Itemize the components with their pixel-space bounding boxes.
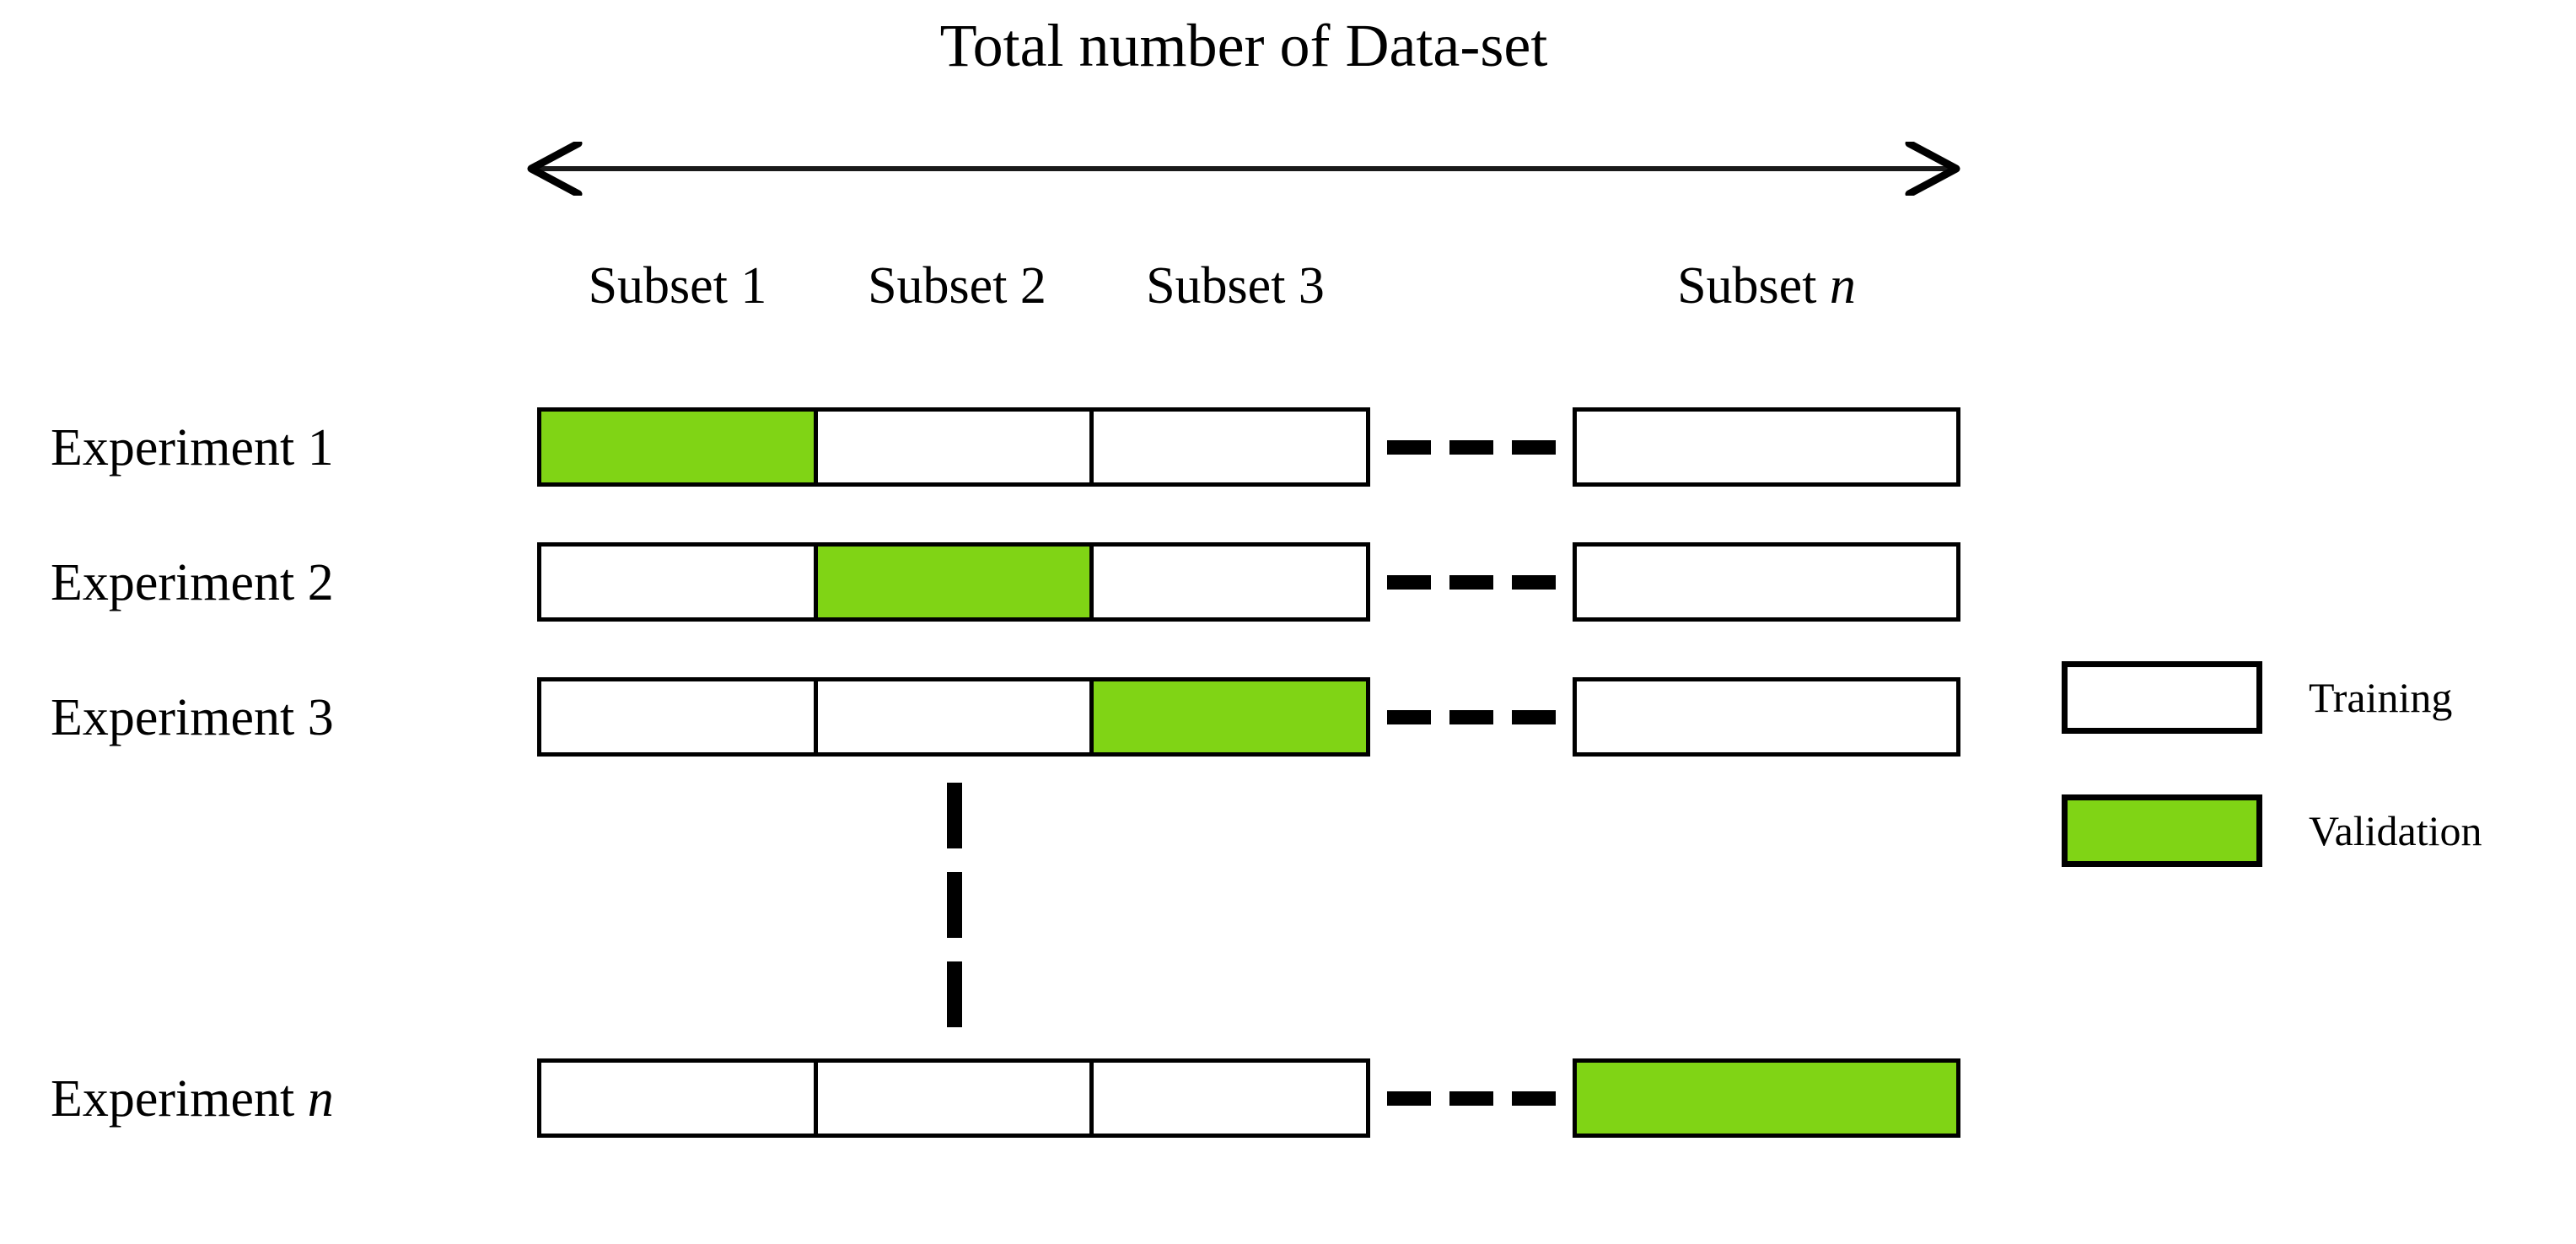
fold-cell-expn-subset3 bbox=[1094, 1063, 1367, 1134]
fold-cell-exp1-subset1 bbox=[541, 412, 818, 482]
dash-icon bbox=[1387, 439, 1431, 455]
column-header-subset-2-label: Subset 2 bbox=[868, 257, 1046, 315]
horizontal-ellipsis-dashes-row-2 bbox=[1387, 542, 1556, 622]
fold-cell-exp3-subset1 bbox=[541, 681, 818, 752]
fold-cell-exp2-subset1 bbox=[541, 547, 818, 617]
fold-cell-exp1-subsetn bbox=[1573, 407, 1960, 487]
column-header-subset-3: Subset 3 bbox=[1096, 260, 1374, 312]
dash-icon bbox=[947, 961, 962, 1027]
fold-cell-expn-subset2 bbox=[817, 1063, 1094, 1134]
horizontal-ellipsis-dashes-row-1 bbox=[1387, 407, 1556, 487]
column-header-subset-n-suffix: n bbox=[1829, 257, 1856, 315]
dash-icon bbox=[1512, 574, 1556, 590]
fold-cell-exp1-subset3 bbox=[1094, 412, 1367, 482]
dash-icon bbox=[1387, 1091, 1431, 1106]
dash-icon bbox=[947, 783, 962, 848]
fold-cell-exp3-subsetn bbox=[1573, 677, 1960, 757]
fold-strip-experiment-2 bbox=[537, 542, 1370, 622]
fold-cell-exp2-subset2 bbox=[817, 547, 1094, 617]
horizontal-ellipsis-dashes-row-3 bbox=[1387, 677, 1556, 757]
dash-icon bbox=[1449, 439, 1493, 455]
row-label-experiment-n: Experiment n bbox=[51, 1073, 506, 1125]
dash-icon bbox=[1449, 709, 1493, 724]
column-header-subset-2: Subset 2 bbox=[818, 260, 1096, 312]
horizontal-ellipsis-dashes-row-n bbox=[1387, 1058, 1556, 1138]
page-title: Total number of Data-set bbox=[939, 12, 1548, 79]
row-label-experiment-2-text: Experiment 2 bbox=[51, 554, 334, 611]
column-header-subset-1: Subset 1 bbox=[537, 260, 818, 312]
dash-icon bbox=[1512, 1091, 1556, 1106]
legend-swatch-validation bbox=[2062, 794, 2262, 867]
column-header-subset-n-label: Subset bbox=[1677, 257, 1830, 315]
vertical-ellipsis-dashes bbox=[946, 783, 963, 1027]
row-label-experiment-1-text: Experiment 1 bbox=[51, 419, 334, 477]
column-header-subset-n: Subset n bbox=[1573, 260, 1960, 312]
fold-strip-experiment-3 bbox=[537, 677, 1370, 757]
total-dataset-span-arrow bbox=[523, 139, 1965, 198]
column-header-subset-1-label: Subset 1 bbox=[588, 257, 767, 315]
row-label-experiment-3-text: Experiment 3 bbox=[51, 689, 334, 746]
dash-icon bbox=[947, 872, 962, 938]
fold-cell-exp1-subset2 bbox=[817, 412, 1094, 482]
fold-cell-exp2-subset3 bbox=[1094, 547, 1367, 617]
dash-icon bbox=[1512, 709, 1556, 724]
fold-strip-experiment-1 bbox=[537, 407, 1370, 487]
dash-icon bbox=[1387, 574, 1431, 590]
row-label-experiment-3: Experiment 3 bbox=[51, 692, 506, 744]
legend-swatch-training bbox=[2062, 661, 2262, 734]
column-header-subset-3-label: Subset 3 bbox=[1146, 257, 1325, 315]
legend-label-validation: Validation bbox=[2309, 807, 2482, 854]
fold-cell-expn-subset1 bbox=[541, 1063, 818, 1134]
dash-icon bbox=[1449, 1091, 1493, 1106]
row-label-experiment-1: Experiment 1 bbox=[51, 422, 506, 474]
legend-label-training: Training bbox=[2309, 674, 2453, 721]
dash-icon bbox=[1512, 439, 1556, 455]
fold-cell-exp2-subsetn bbox=[1573, 542, 1960, 622]
row-label-experiment-2: Experiment 2 bbox=[51, 557, 506, 609]
row-label-experiment-n-suffix: n bbox=[307, 1070, 334, 1128]
dash-icon bbox=[1449, 574, 1493, 590]
fold-cell-expn-subsetn bbox=[1573, 1058, 1960, 1138]
fold-cell-exp3-subset3 bbox=[1094, 681, 1367, 752]
dash-icon bbox=[1387, 709, 1431, 724]
fold-cell-exp3-subset2 bbox=[817, 681, 1094, 752]
fold-strip-experiment-n bbox=[537, 1058, 1370, 1138]
row-label-experiment-n-text: Experiment bbox=[51, 1070, 308, 1128]
